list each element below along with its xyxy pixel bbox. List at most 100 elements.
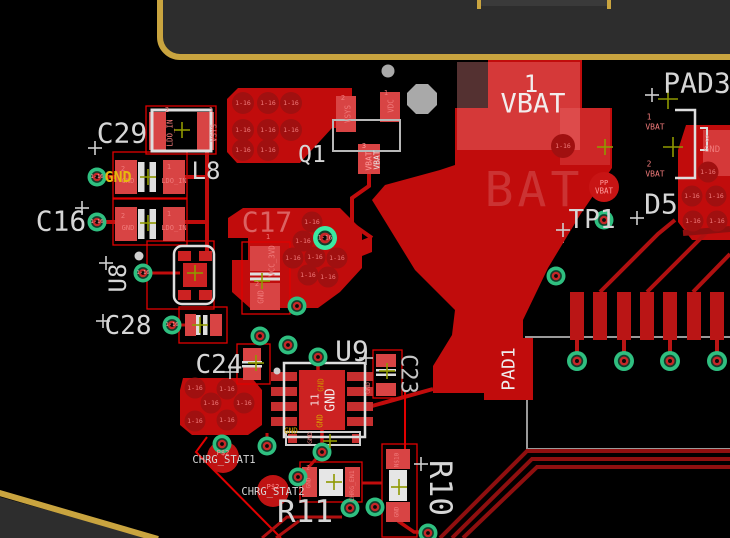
refdes-u8[interactable]: U8	[104, 264, 132, 293]
pad1-pad[interactable]	[484, 338, 533, 400]
via[interactable]	[340, 498, 360, 518]
net-label[interactable]: CHRG_EN1	[348, 470, 356, 501]
c17-pour-pad[interactable]: 1-16	[317, 266, 339, 288]
gnd-label-yellow[interactable]: GND	[316, 414, 325, 428]
net-label[interactable]: 3	[362, 142, 366, 150]
pad1-label[interactable]: PAD1	[499, 347, 520, 390]
conn-finger-4[interactable]	[640, 292, 654, 340]
u9-pin-r3[interactable]	[347, 402, 373, 411]
c24-pour-pad[interactable]: 1-16	[216, 378, 238, 400]
conn-finger-1[interactable]	[570, 292, 584, 340]
net-label[interactable]: 1	[384, 89, 388, 97]
via-label[interactable]: 1-16	[90, 174, 103, 180]
trace-bus-2[interactable]	[450, 457, 730, 538]
c16-pad-gnd[interactable]	[115, 207, 137, 241]
l8-pour-pad[interactable]: 1-16	[232, 92, 254, 114]
via[interactable]	[133, 263, 153, 283]
c23-pad-1[interactable]	[376, 354, 396, 367]
trace-bus-3[interactable]	[461, 465, 730, 538]
r11-pad-r[interactable]	[345, 467, 360, 497]
net-label[interactable]: 1	[209, 106, 213, 114]
net-label[interactable]: 2	[121, 165, 125, 173]
testpoint-label[interactable]: VBAT	[595, 187, 614, 196]
trace-q1-zigzag[interactable]	[350, 158, 374, 240]
conn-finger-3[interactable]	[617, 292, 631, 340]
refdes-r10[interactable]: R10	[422, 460, 458, 516]
vbat-pad-number[interactable]: 1	[524, 70, 538, 98]
pad-label[interactable]: P$2	[267, 483, 280, 491]
refdes-u9[interactable]: U9	[335, 335, 369, 368]
trace-u9-pour[interactable]	[371, 387, 434, 408]
c17-pad-1[interactable]	[250, 246, 280, 271]
refdes-d5[interactable]: D5	[644, 188, 678, 221]
chrg-stat2-pad[interactable]	[257, 475, 289, 507]
conn-finger-5[interactable]	[663, 292, 677, 340]
c24cap-pad-1[interactable]	[243, 348, 261, 361]
via[interactable]	[312, 442, 332, 462]
net-label[interactable]: GND	[306, 432, 314, 444]
net-label[interactable]: VSYS	[210, 123, 219, 142]
via[interactable]	[287, 296, 307, 316]
c17-pour-pad[interactable]: 1-16	[301, 211, 323, 233]
trace-bus-1[interactable]	[438, 449, 730, 538]
u9-pin-r1[interactable]	[347, 372, 373, 381]
refdes-c23[interactable]: C23	[396, 354, 421, 394]
trace-conn-diag-1[interactable]	[598, 218, 677, 294]
u8-pad-d[interactable]	[199, 290, 212, 300]
u9-pin-r2[interactable]	[347, 387, 373, 396]
refdes-chrg-stat2[interactable]: CHRG_STAT2	[241, 486, 304, 498]
via[interactable]	[614, 351, 634, 371]
rnet-pad-r[interactable]	[352, 434, 361, 443]
net-label[interactable]: LDO_IN	[166, 119, 175, 146]
pad-label[interactable]: P$2	[217, 449, 230, 457]
conn-finger-6[interactable]	[687, 292, 701, 340]
net-label[interactable]: LDO_IN	[161, 177, 186, 185]
net-label[interactable]: GND	[306, 477, 313, 488]
via[interactable]	[707, 351, 727, 371]
via[interactable]	[365, 497, 385, 517]
net-label[interactable]: VSYS	[344, 104, 353, 123]
rnet-pad-l[interactable]	[288, 434, 297, 443]
net-label[interactable]: 2	[306, 465, 310, 472]
via[interactable]	[87, 212, 107, 232]
via-label[interactable]: 1-16	[90, 219, 103, 225]
refdes-c16[interactable]: C16	[36, 205, 87, 238]
c17-pour-pad[interactable]: 1-16	[297, 264, 319, 286]
c17-pad-2[interactable]	[250, 283, 280, 310]
via[interactable]	[162, 315, 182, 335]
refdes-r11[interactable]: R11	[277, 494, 333, 530]
pour-boundary-left[interactable]	[194, 436, 282, 538]
net-label[interactable]: 1	[647, 113, 652, 122]
refdes-pad3[interactable]: PAD3	[663, 67, 730, 100]
net-label[interactable]: 1	[266, 233, 270, 241]
refdes-q1[interactable]: Q1	[298, 142, 326, 168]
via[interactable]	[87, 167, 107, 187]
c24-pour-pad[interactable]: 1-16	[184, 410, 206, 432]
u9-pin-r4[interactable]	[347, 417, 373, 426]
u9-center-pad[interactable]	[299, 370, 345, 430]
refdes-c28[interactable]: C28	[105, 311, 152, 341]
c29-pad-ldo[interactable]	[163, 160, 185, 194]
c16-pad-ldo[interactable]	[163, 207, 185, 241]
net-label[interactable]: LDO_IN	[161, 224, 186, 232]
r10-pad-t[interactable]	[386, 449, 410, 469]
l8-pour-pad[interactable]: 1-16	[280, 119, 302, 141]
via[interactable]	[257, 436, 277, 456]
net-label[interactable]: 2	[121, 212, 125, 220]
u8-pad-b[interactable]	[178, 290, 191, 300]
l8-pour-pad[interactable]: 1-16	[257, 139, 279, 161]
c28-pad-r[interactable]	[210, 314, 222, 336]
via-bright[interactable]	[313, 226, 337, 250]
via[interactable]	[288, 467, 308, 487]
trace-bottom-diag-1[interactable]	[261, 515, 342, 538]
net-label[interactable]: VBAT	[645, 123, 664, 132]
c17-pour-pad[interactable]: 1-16	[292, 230, 314, 252]
net-label[interactable]: 3	[705, 135, 710, 144]
c23-pad-2[interactable]	[376, 383, 396, 396]
net-label[interactable]: GND	[122, 177, 135, 185]
net-label[interactable]: VDC	[387, 99, 396, 113]
c28-pad-l[interactable]	[185, 314, 196, 336]
via-tp1[interactable]	[594, 210, 614, 230]
c17-pour-pad[interactable]: 1-16	[326, 247, 348, 269]
